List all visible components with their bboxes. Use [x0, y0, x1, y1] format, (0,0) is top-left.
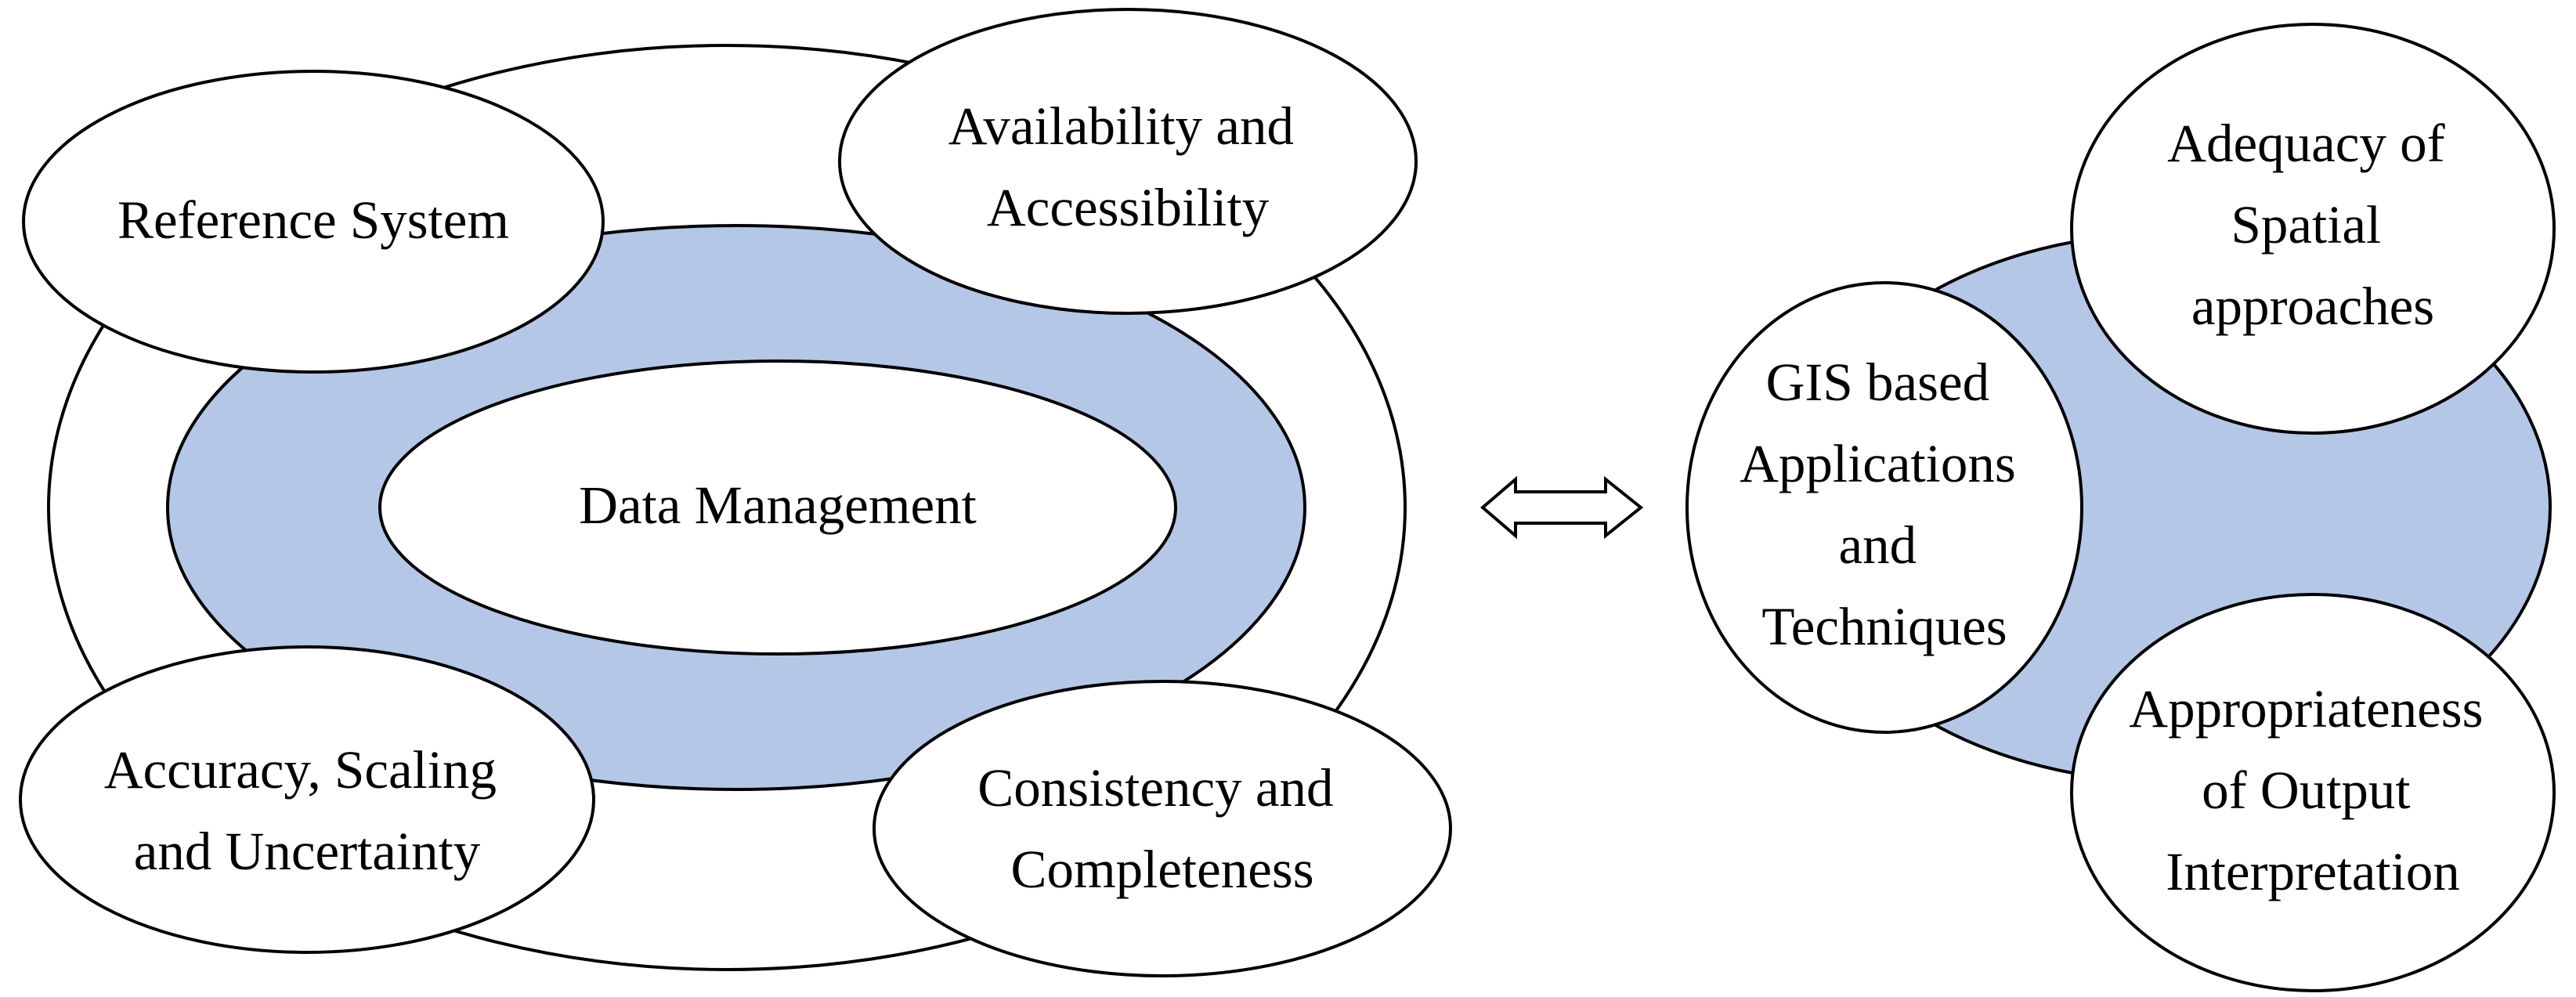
reference-system-label: Reference System: [117, 190, 509, 250]
satellite-reference-system: [22, 70, 605, 374]
adequacy-label: Adequacy of Spatial approaches: [2167, 114, 2459, 336]
availability-label: Availability and Accessibility: [948, 96, 1308, 237]
consistency-label: Consistency and Completeness: [977, 758, 1346, 899]
accuracy-label: Accuracy, Scaling and Uncertainty: [104, 740, 511, 881]
satellite-appropriateness: [2070, 593, 2556, 992]
center-label: Data Management: [579, 475, 977, 535]
satellite-accuracy: [19, 645, 595, 954]
satellite-adequacy: [2070, 23, 2556, 435]
gis-label: GIS based Applications and Techniques: [1740, 352, 2029, 656]
satellite-consistency: [873, 680, 1452, 977]
satellite-availability: [838, 8, 1418, 315]
double-arrow-icon: [1479, 475, 1644, 540]
right-group: Adequacy of Spatial approaches Appropria…: [1685, 23, 2556, 992]
left-group: Data Management Reference System Availab…: [19, 8, 1452, 977]
appropriateness-label: Appropriateness of Output Interpretation: [2129, 679, 2496, 901]
hub-gis: [1685, 281, 2083, 734]
center-ellipse: [378, 359, 1177, 656]
